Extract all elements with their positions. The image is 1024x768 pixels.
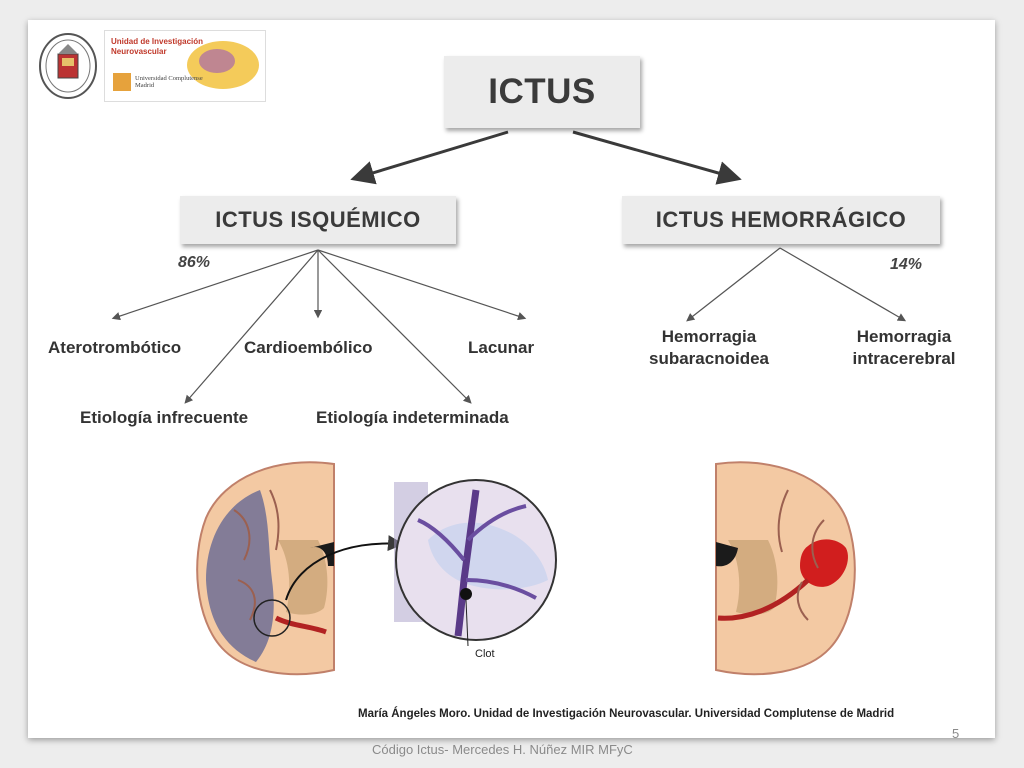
subtype-aterotrombotico: Aterotrombótico [48, 338, 182, 357]
subtype-etiologia-infrecuente: Etiología infrecuente [80, 408, 249, 427]
brain-logo-icon [113, 41, 259, 91]
ischemic-brain-illustration [196, 461, 404, 676]
university-seal-icon [39, 33, 97, 99]
page-number: 5 [952, 726, 960, 741]
slide: Unidad de Investigación Neurovascular Un… [28, 20, 995, 738]
subtype-lacunar: Lacunar [468, 338, 535, 357]
research-unit-title: Unidad de Investigación Neurovascular [111, 37, 204, 56]
root-arrows [350, 130, 742, 185]
diagram-connectors [111, 130, 907, 404]
subtype-hemorragia-subaracnoidea: Hemorragia subaracnoidea [649, 327, 769, 368]
ictus-root-box: ICTUS [444, 56, 640, 128]
hemorrhagic-arrows [686, 247, 907, 322]
hemorrhagic-percent: 14% [890, 256, 923, 273]
university-name: Universidad Complutense Madrid [135, 75, 203, 89]
clot-label: Clot [475, 648, 495, 660]
subtype-etiologia-indeterminada: Etiología indeterminada [316, 408, 509, 427]
subtype-cardioembolico: Cardioembólico [244, 338, 373, 357]
hemorrhagic-brain-illustration [715, 461, 856, 676]
ischemic-arrows [111, 249, 527, 404]
research-unit-logo: Unidad de Investigación Neurovascular Un… [104, 30, 266, 102]
brain-illustrations [196, 461, 856, 676]
ischemic-percent: 86% [178, 254, 211, 271]
hemorrhagic-stroke-box: ICTUS HEMORRÁGICO [622, 196, 940, 244]
ischemic-stroke-box: ICTUS ISQUÉMICO [180, 196, 456, 244]
subtype-hemorragia-intracerebral: Hemorragia intracerebral [852, 327, 956, 368]
slide-footer: Código Ictus- Mercedes H. Núñez MIR MFyC [372, 742, 633, 757]
clot-magnified-illustration [394, 479, 557, 647]
image-credit: María Ángeles Moro. Unidad de Investigac… [358, 708, 895, 720]
